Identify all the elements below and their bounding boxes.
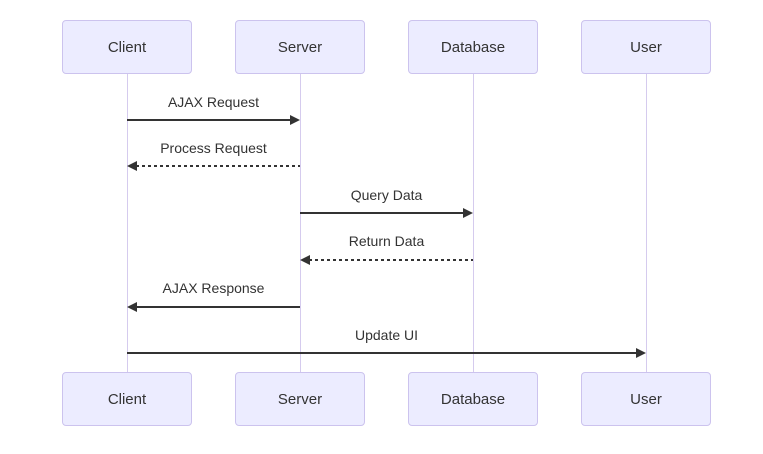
actor-label: Client	[107, 38, 147, 56]
actor-top-server: Server	[235, 20, 365, 74]
actor-top-client: Client	[62, 20, 192, 74]
arrow-line	[127, 119, 292, 121]
arrow-line-dashed	[136, 165, 300, 167]
actor-label: User	[630, 38, 662, 56]
arrowhead-left	[300, 255, 310, 265]
arrowhead-right	[463, 208, 473, 218]
lifeline-user	[645, 74, 647, 372]
actor-bottom-server: Server	[235, 372, 365, 426]
actor-bottom-database: Database	[408, 372, 538, 426]
arrowhead-right	[636, 348, 646, 358]
arrow-line	[127, 352, 636, 354]
message-label: Process Request	[160, 140, 267, 156]
arrow-line	[300, 212, 465, 214]
actor-label: Database	[440, 38, 506, 56]
actor-label: Server	[277, 390, 323, 408]
actor-label: Server	[277, 38, 323, 56]
lifeline-server	[299, 74, 301, 372]
message-label: Query Data	[350, 187, 423, 203]
message-label: AJAX Request	[167, 94, 260, 110]
actor-bottom-client: Client	[62, 372, 192, 426]
message-label: Return Data	[348, 233, 425, 249]
message-label: AJAX Response	[162, 280, 265, 296]
actor-top-user: User	[581, 20, 711, 74]
arrowhead-left	[127, 161, 137, 171]
actor-label: Database	[440, 390, 506, 408]
arrowhead-left	[127, 302, 137, 312]
actor-top-database: Database	[408, 20, 538, 74]
arrow-line-dashed	[309, 259, 473, 261]
actor-label: Client	[107, 390, 147, 408]
message-label: Update UI	[354, 327, 419, 343]
actor-label: User	[630, 390, 662, 408]
lifeline-database	[472, 74, 474, 372]
arrow-line	[136, 306, 300, 308]
actor-bottom-user: User	[581, 372, 711, 426]
lifeline-client	[126, 74, 128, 372]
arrowhead-right	[290, 115, 300, 125]
